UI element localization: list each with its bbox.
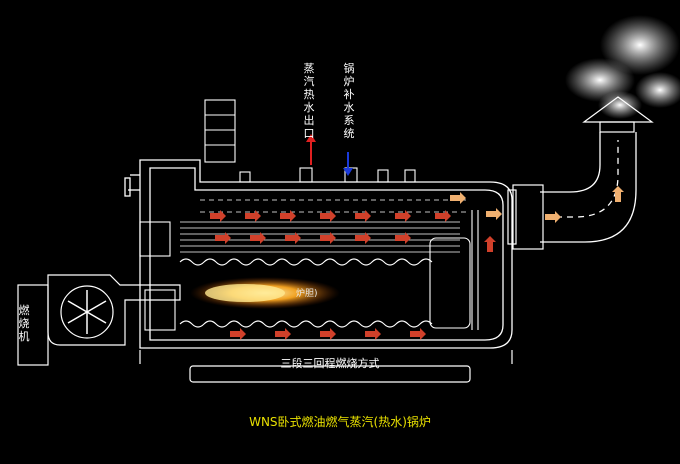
flow-arrow — [484, 236, 496, 252]
flow-arrow — [280, 210, 296, 222]
flow-arrow — [285, 232, 301, 244]
burner-flame — [190, 277, 340, 309]
flow-arrow — [355, 232, 371, 244]
flow-arrow — [245, 210, 261, 222]
flow-arrow — [320, 328, 336, 340]
flow-arrow — [230, 328, 246, 340]
flow-arrow — [612, 186, 624, 202]
flow-arrow — [215, 232, 231, 244]
feed-water-arrow — [343, 152, 353, 176]
flow-arrow — [250, 232, 266, 244]
flow-arrow — [395, 232, 411, 244]
burner-label: 燃烧机 — [18, 304, 30, 343]
flow-arrow — [435, 210, 451, 222]
furnace-tube — [179, 258, 433, 328]
diagram-title: WNS卧式燃油燃气蒸汽(热水)锅炉 — [249, 415, 431, 429]
flue-pipe — [540, 132, 637, 243]
chimney-cap — [582, 96, 654, 133]
flow-arrow — [410, 328, 426, 340]
flow-arrow — [365, 328, 381, 340]
combustion-process-label: 三段三回程燃烧方式 — [280, 357, 380, 370]
boiler-base — [139, 350, 513, 383]
steam-outlet-label: 蒸汽热水出口 — [303, 62, 315, 140]
flue-connector — [507, 184, 544, 250]
flow-arrow — [210, 210, 226, 222]
flow-arrow — [355, 210, 371, 222]
boiler-shell — [124, 159, 513, 349]
flue-gas-flow-arrows — [210, 186, 624, 340]
smoke-cloud — [565, 15, 680, 119]
flow-arrow — [450, 192, 466, 204]
furnace-label: 炉胆) — [296, 289, 318, 299]
feed-water-label: 锅炉补水系统 — [343, 62, 355, 140]
flow-arrow — [320, 232, 336, 244]
flow-arrow — [545, 211, 561, 223]
burner-fan — [17, 274, 181, 366]
steam-outlet-arrow — [306, 134, 316, 165]
flow-arrow — [275, 328, 291, 340]
second-pass-tubes — [180, 199, 470, 253]
rear-chamber — [429, 210, 479, 330]
front-smoke-box — [139, 221, 176, 331]
flow-arrow — [320, 210, 336, 222]
flow-arrow — [395, 210, 411, 222]
flow-arrow — [486, 208, 502, 220]
